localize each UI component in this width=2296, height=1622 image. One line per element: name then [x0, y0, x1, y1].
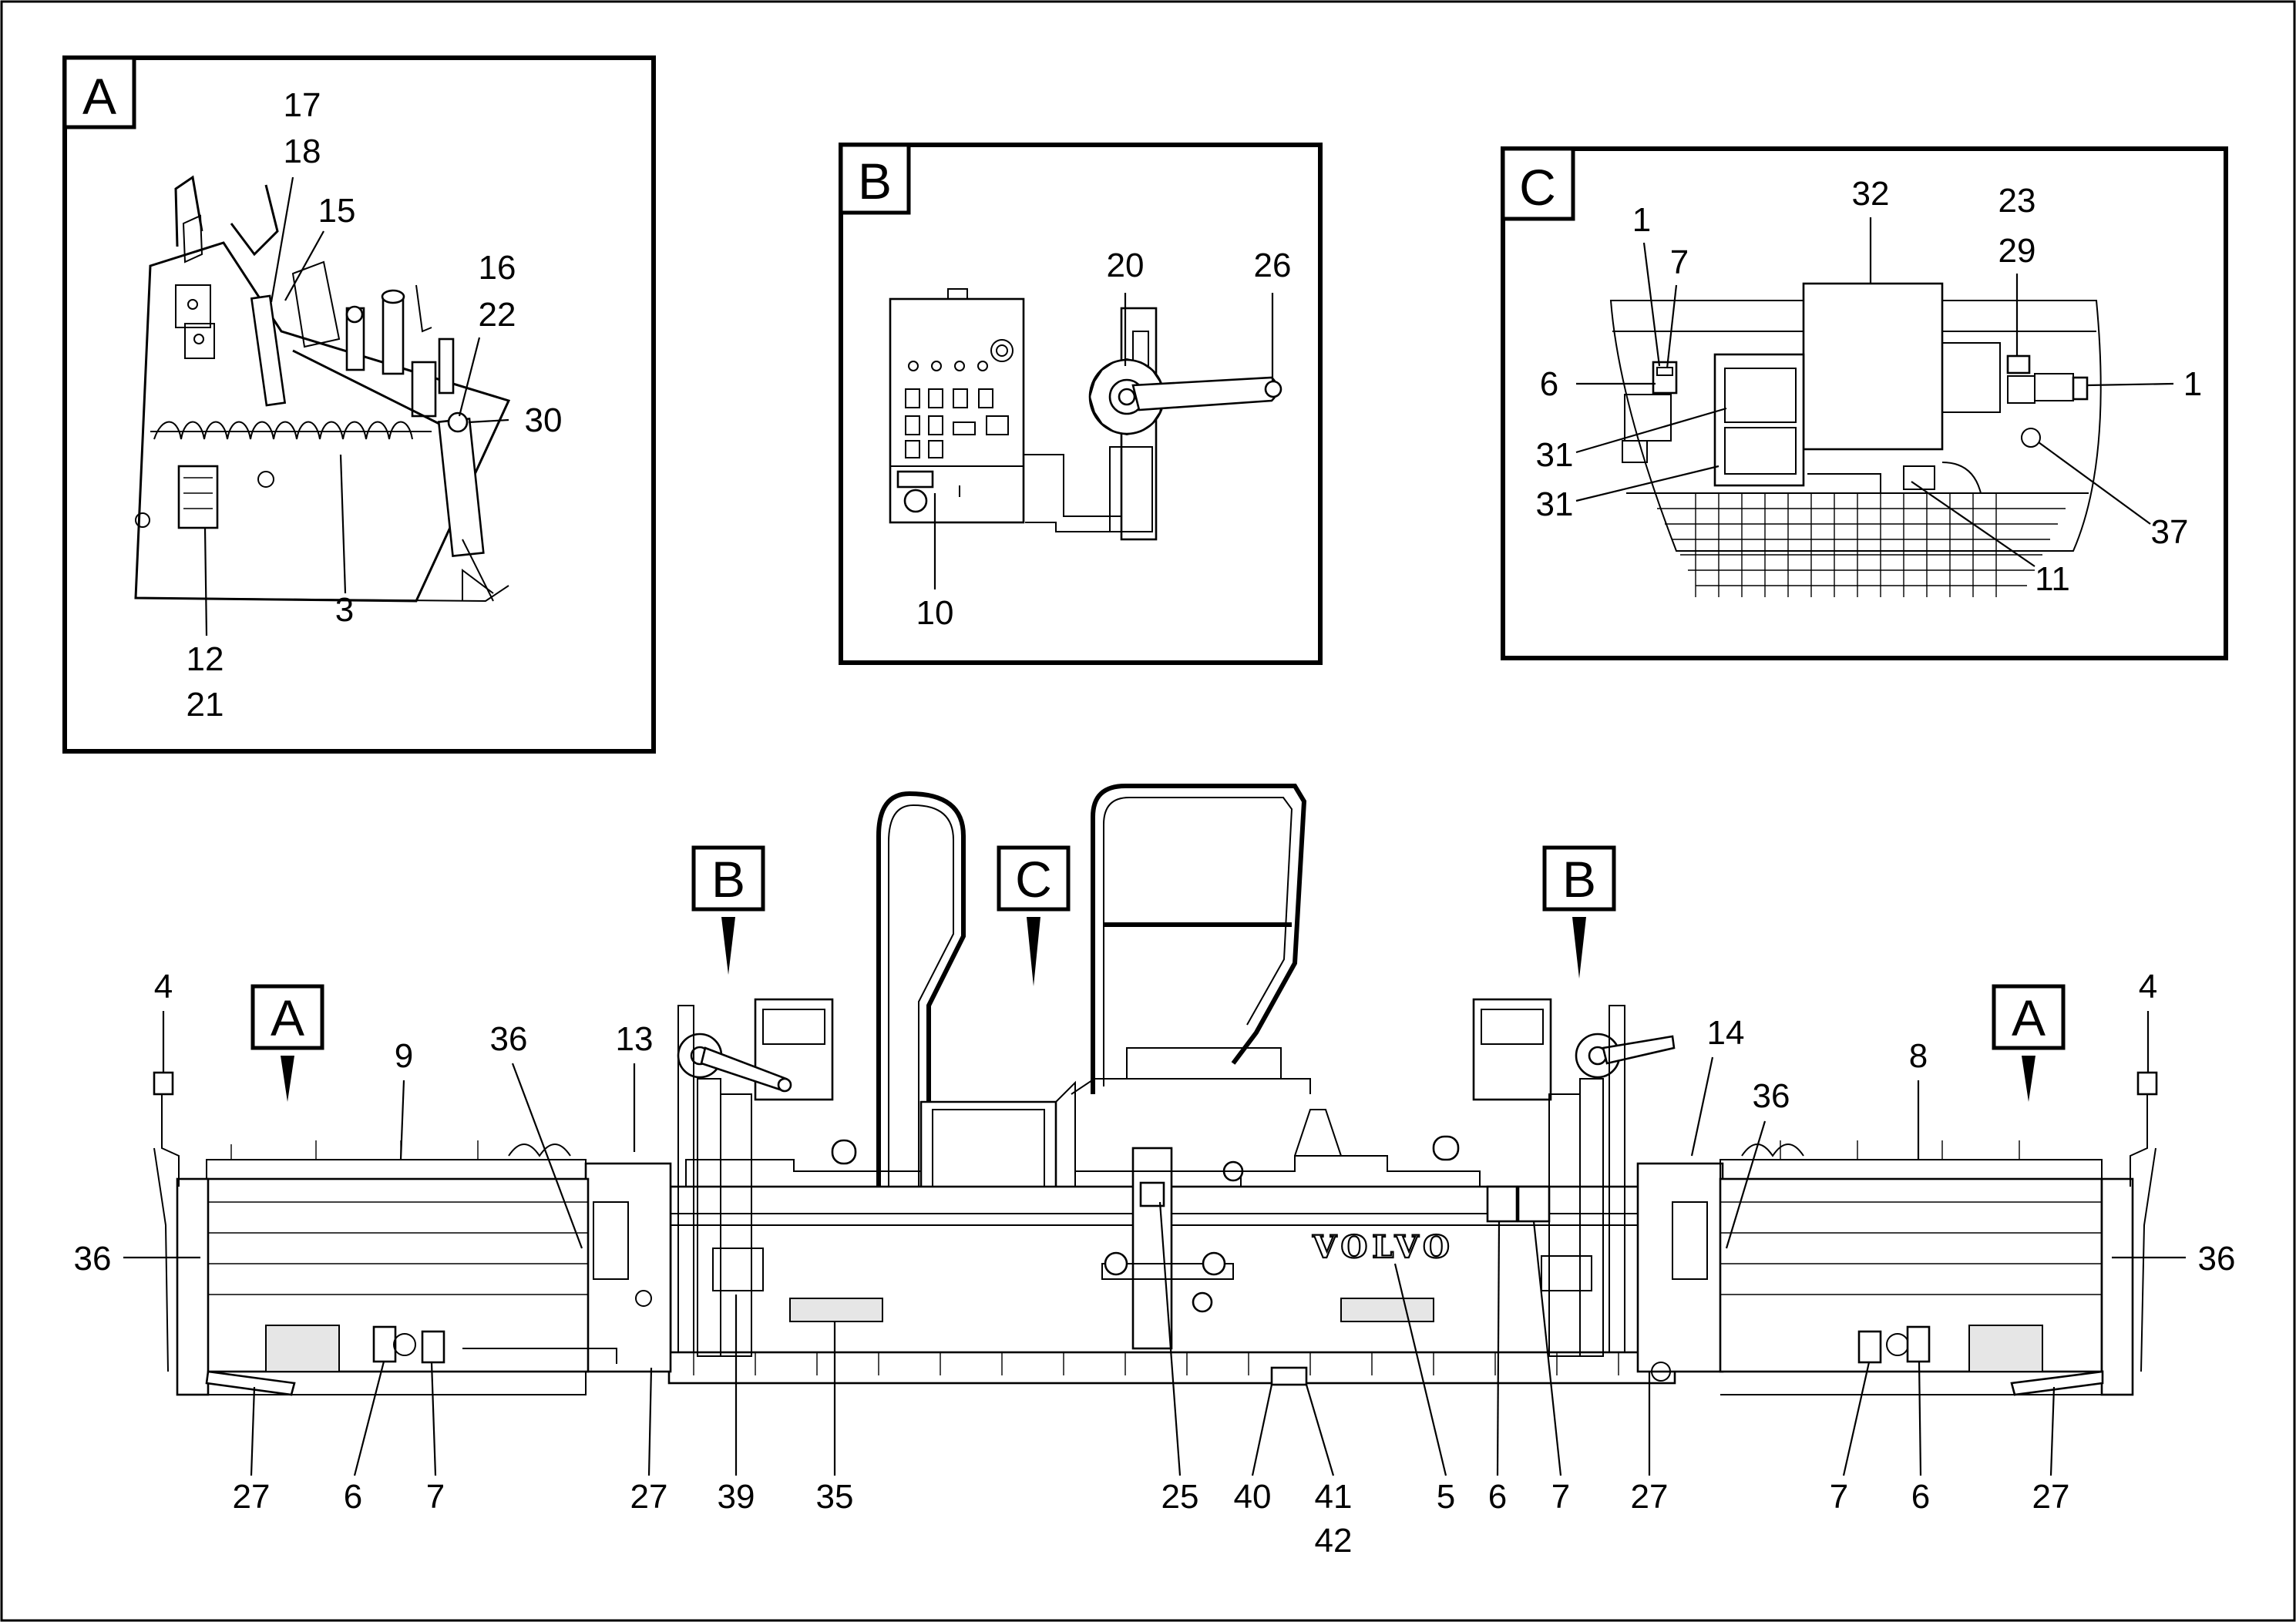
callout-17: 17 — [284, 86, 321, 124]
callout-7-c: 7 — [1830, 1478, 1848, 1516]
callout-27-d: 27 — [2032, 1478, 2070, 1516]
svg-text:B: B — [711, 851, 745, 908]
callout-9: 9 — [395, 1037, 413, 1075]
main-marker-a-left: A — [250, 984, 324, 1102]
detail-c-panel: C — [1501, 146, 2228, 660]
control-box — [889, 297, 1025, 524]
decal-6-right — [1906, 1325, 1931, 1363]
callout-6-a: 6 — [344, 1478, 362, 1516]
callout-16: 16 — [479, 249, 516, 287]
component-31 — [1713, 353, 1805, 487]
callout-22: 22 — [479, 296, 516, 334]
callout-36-side-right: 36 — [2198, 1240, 2236, 1278]
callout-40: 40 — [1234, 1478, 1272, 1516]
callout-30: 30 — [525, 401, 563, 439]
callout-14: 14 — [1707, 1014, 1745, 1052]
detail-b-letter: B — [858, 153, 892, 210]
callout-11: 11 — [2035, 560, 2070, 598]
callout-8: 8 — [1909, 1037, 1928, 1075]
detail-b-drawing — [889, 288, 1282, 541]
callout-27-b: 27 — [630, 1478, 668, 1516]
callout-39: 39 — [718, 1478, 755, 1516]
main-control-unit-right — [1472, 998, 1676, 1357]
component-37 — [2021, 428, 2041, 448]
callout-7: 7 — [1670, 243, 1689, 281]
callout-26: 26 — [1254, 247, 1292, 284]
main-control-unit-left — [677, 998, 834, 1357]
main-marker-b-right: B — [1542, 845, 1616, 979]
decal-12 — [177, 465, 219, 529]
detail-c-letter: C — [1519, 159, 1556, 216]
volvo-logo: VOLVO — [1312, 1229, 1454, 1265]
decal-7-right — [1857, 1330, 1882, 1364]
control-knob — [903, 489, 928, 513]
main-screed-view: A B C B A — [153, 784, 2158, 1396]
svg-text:C: C — [1015, 851, 1052, 908]
main-marker-c: C — [997, 845, 1071, 986]
left-handrail — [876, 791, 966, 1372]
component-32 — [1802, 282, 1944, 451]
detail-a-drawing — [134, 175, 511, 603]
callout-1-top: 1 — [1632, 201, 1651, 239]
callout-32: 32 — [1852, 175, 1890, 213]
detail-b-panel: B — [839, 143, 1323, 665]
center-post — [1131, 1147, 1173, 1350]
callout-29: 29 — [1998, 232, 2036, 270]
callout-42: 42 — [1315, 1522, 1353, 1560]
callout-41: 41 — [1315, 1478, 1353, 1516]
detail-a-panel: A — [62, 55, 656, 754]
detail-a-letter: A — [82, 68, 116, 125]
decal-7-center — [1517, 1185, 1551, 1223]
callout-18: 18 — [284, 133, 321, 170]
spring-coils — [153, 421, 413, 440]
main-callouts: 4 9 36 13 14 36 8 4 36 36 27 6 7 27 39 3… — [74, 968, 2236, 1560]
callout-25: 25 — [1161, 1478, 1199, 1516]
svg-text:B: B — [1562, 851, 1596, 908]
main-marker-a-right: A — [1992, 984, 2066, 1102]
callout-3: 3 — [335, 591, 354, 629]
detail-b-letter-box — [839, 143, 911, 215]
svg-text:A: A — [2012, 989, 2046, 1046]
callout-36-side-left: 36 — [74, 1240, 112, 1278]
callout-7-a: 7 — [426, 1478, 445, 1516]
right-handrail — [1091, 784, 1307, 1094]
svg-text:A: A — [271, 989, 304, 1046]
decal-6-left — [372, 1325, 397, 1363]
callout-6: 6 — [1540, 365, 1558, 403]
callout-27-c: 27 — [1631, 1478, 1669, 1516]
detail-c-drawing — [1609, 282, 2102, 597]
callout-6-b: 6 — [1488, 1478, 1507, 1516]
callout-36-right-top: 36 — [1753, 1077, 1790, 1115]
callout-31-upper: 31 — [1536, 436, 1574, 474]
callout-37: 37 — [2151, 513, 2189, 551]
callout-1-right: 1 — [2183, 365, 2202, 403]
callout-5: 5 — [1437, 1478, 1455, 1516]
callout-23: 23 — [1998, 182, 2036, 220]
left-extension — [153, 1071, 672, 1396]
callout-31-lower: 31 — [1536, 485, 1574, 523]
callout-15: 15 — [318, 192, 356, 230]
decal-6-center — [1486, 1185, 1518, 1223]
callout-7-b: 7 — [1551, 1478, 1570, 1516]
callout-36-left-top: 36 — [490, 1020, 528, 1058]
callout-10: 10 — [916, 594, 954, 632]
callout-6-c: 6 — [1911, 1478, 1930, 1516]
callout-35: 35 — [816, 1478, 854, 1516]
detail-a-letter-box — [62, 55, 136, 129]
detail-c-letter-box — [1501, 146, 1575, 221]
callout-4-right: 4 — [2139, 968, 2157, 1006]
callout-12: 12 — [187, 640, 224, 678]
callout-4-left: 4 — [154, 968, 173, 1006]
decal-7-left — [421, 1330, 445, 1364]
callout-20: 20 — [1107, 247, 1145, 284]
callout-27-a: 27 — [233, 1478, 271, 1516]
callout-21: 21 — [187, 686, 224, 724]
right-extension — [1636, 1071, 2158, 1396]
callout-13: 13 — [616, 1020, 654, 1058]
main-marker-b-left: B — [691, 845, 765, 975]
